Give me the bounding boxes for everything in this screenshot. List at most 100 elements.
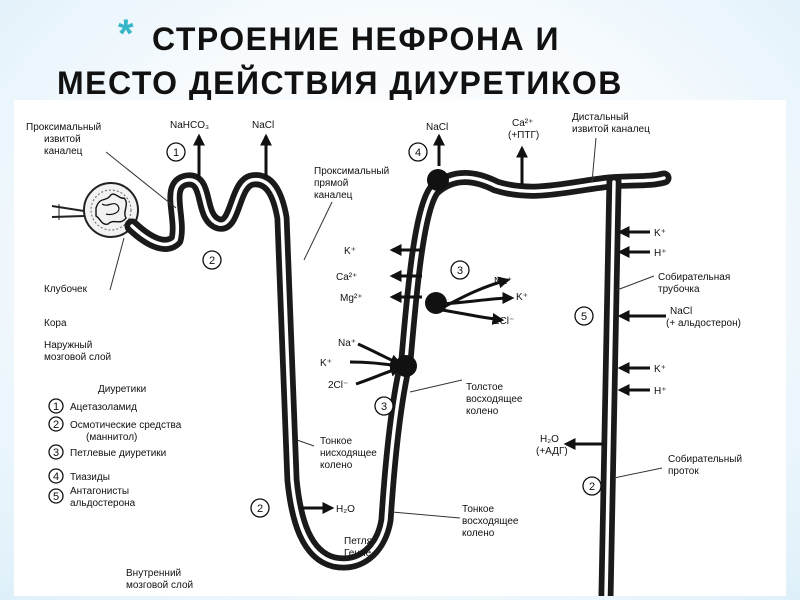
label-proximal-convoluted: Проксимальный — [26, 122, 101, 133]
svg-text:K⁺: K⁺ — [344, 246, 356, 257]
glomerulus-capsule — [83, 182, 139, 238]
title-bullet: * — [118, 12, 134, 56]
svg-text:извитой каналец: извитой каналец — [572, 124, 650, 135]
svg-text:(+ПТГ): (+ПТГ) — [508, 130, 539, 141]
marker-5: 5 — [574, 306, 594, 326]
svg-text:3: 3 — [381, 401, 387, 413]
svg-text:NaHCO₃: NaHCO₃ — [170, 120, 209, 131]
svg-text:K⁺: K⁺ — [516, 292, 528, 303]
svg-text:3: 3 — [53, 447, 59, 459]
svg-text:мозговой слой: мозговой слой — [126, 580, 193, 591]
svg-text:3: 3 — [457, 265, 463, 277]
label-collecting-duct: Собирательный — [668, 453, 742, 465]
segment-labels: Проксимальный извитой каналец Проксималь… — [26, 112, 742, 591]
loop-arrows — [300, 244, 515, 514]
marker-4: 4 — [408, 142, 428, 162]
svg-text:H⁺: H⁺ — [654, 248, 667, 259]
svg-text:4: 4 — [53, 471, 59, 483]
legend-item-1: Ацетазоламид — [70, 402, 137, 413]
svg-text:альдостерона: альдостерона — [70, 498, 136, 509]
label-cortex: Кора — [44, 318, 67, 329]
legend-title: Диуретики — [98, 384, 146, 395]
legend-marker-3: 3 — [48, 444, 64, 460]
label-outer-medulla: Наружный — [44, 340, 92, 351]
svg-text:(+ альдостерон): (+ альдостерон) — [666, 318, 741, 329]
legend-item-4: Тиазиды — [70, 472, 110, 483]
svg-text:каналец: каналец — [314, 190, 353, 201]
marker-2b: 2 — [582, 476, 602, 496]
svg-text:2: 2 — [53, 419, 59, 431]
afferent-vessel — [51, 204, 85, 220]
marker-1: 1 — [166, 142, 186, 162]
svg-text:H₂O: H₂O — [336, 504, 355, 515]
label-inner-medulla: Внутренний — [126, 568, 181, 579]
label-leader-lines — [105, 137, 663, 519]
svg-text:трубочка: трубочка — [658, 283, 700, 295]
svg-text:1: 1 — [173, 147, 179, 159]
svg-text:восходящее: восходящее — [462, 516, 519, 527]
svg-text:Ca²⁺: Ca²⁺ — [512, 118, 533, 129]
svg-text:Na⁺: Na⁺ — [338, 338, 356, 349]
ion-labels: NaHCO₃ NaCl NaCl Ca²⁺ (+ПТГ) K⁺ Ca²⁺ Mg²… — [170, 118, 741, 515]
svg-text:извитой: извитой — [44, 134, 81, 145]
marker-3b: 3 — [374, 396, 394, 416]
svg-text:K⁺: K⁺ — [320, 358, 332, 369]
legend-item-3: Петлевые диуретики — [70, 448, 166, 459]
top-arrows — [193, 133, 528, 185]
svg-text:Ca²⁺: Ca²⁺ — [336, 272, 357, 283]
svg-text:Генле: Генле — [344, 548, 372, 559]
svg-text:2: 2 — [589, 481, 595, 493]
label-loop-of-henle: Петля — [344, 536, 372, 547]
svg-text:(маннитол): (маннитол) — [86, 432, 137, 443]
slide-title: * СТРОЕНИЕ НЕФРОНА И МЕСТО ДЕЙСТВИЯ ДИУР… — [0, 0, 800, 110]
label-glomerulus: Клубочек — [44, 283, 88, 295]
legend-marker-5: 5 — [48, 488, 64, 504]
svg-text:H⁺: H⁺ — [654, 386, 667, 397]
collecting-arrows — [563, 226, 666, 450]
svg-text:колено: колено — [320, 460, 353, 471]
svg-text:4: 4 — [415, 147, 421, 159]
legend-marker-2: 2 — [48, 416, 64, 432]
svg-text:2: 2 — [209, 255, 215, 267]
nephron-tubule — [124, 170, 672, 596]
title-line-1: СТРОЕНИЕ НЕФРОНА И — [152, 21, 561, 57]
label-proximal-straight: Проксимальный — [314, 166, 389, 177]
svg-text:восходящее: восходящее — [466, 394, 523, 405]
svg-text:5: 5 — [53, 491, 59, 503]
svg-text:Na⁺: Na⁺ — [494, 276, 512, 287]
svg-text:нисходящее: нисходящее — [320, 448, 377, 459]
label-distal: Дистальный — [572, 112, 629, 123]
label-thick-ascending: Толстое — [466, 382, 504, 393]
label-thin-descending: Тонкое — [320, 436, 352, 447]
label-collecting-tubule: Собирательная — [658, 271, 730, 283]
marker-2c: 2 — [250, 498, 270, 518]
label-thin-ascending: Тонкое — [462, 504, 494, 515]
svg-text:(+АДГ): (+АДГ) — [536, 446, 568, 457]
svg-text:2Cl⁻: 2Cl⁻ — [328, 380, 348, 391]
svg-text:прямой: прямой — [314, 178, 348, 189]
marker-3a: 3 — [450, 260, 470, 280]
svg-text:Mg²⁺: Mg²⁺ — [340, 293, 363, 304]
marker-2a: 2 — [202, 250, 222, 270]
svg-text:2: 2 — [257, 503, 263, 515]
svg-text:колено: колено — [462, 528, 495, 539]
svg-text:NaCl: NaCl — [670, 306, 692, 317]
nephron-diagram-panel: 1 2 4 3 3 5 2 2 Проксимальный извитой ка… — [14, 100, 786, 596]
diuretics-legend: Диуретики 1 Ацетазоламид 2 Осмотические … — [48, 384, 182, 509]
legend-marker-4: 4 — [48, 468, 64, 484]
svg-text:NaCl: NaCl — [426, 122, 448, 133]
title-line-2: МЕСТО ДЕЙСТВИЯ ДИУРЕТИКОВ — [57, 65, 623, 101]
svg-text:5: 5 — [581, 311, 587, 323]
svg-text:мозговой слой: мозговой слой — [44, 352, 111, 363]
svg-text:каналец: каналец — [44, 146, 83, 157]
svg-text:K⁺: K⁺ — [654, 228, 666, 239]
svg-text:K⁺: K⁺ — [654, 364, 666, 375]
svg-text:2Cl⁻: 2Cl⁻ — [494, 316, 514, 327]
nephron-diagram: 1 2 4 3 3 5 2 2 Проксимальный извитой ка… — [26, 112, 742, 596]
svg-text:проток: проток — [668, 466, 699, 477]
svg-text:NaCl: NaCl — [252, 120, 274, 131]
legend-item-2: Осмотические средства — [70, 420, 182, 431]
legend-item-5: Антагонисты — [70, 486, 129, 497]
svg-text:H₂O: H₂O — [540, 434, 559, 445]
svg-text:1: 1 — [53, 401, 59, 413]
